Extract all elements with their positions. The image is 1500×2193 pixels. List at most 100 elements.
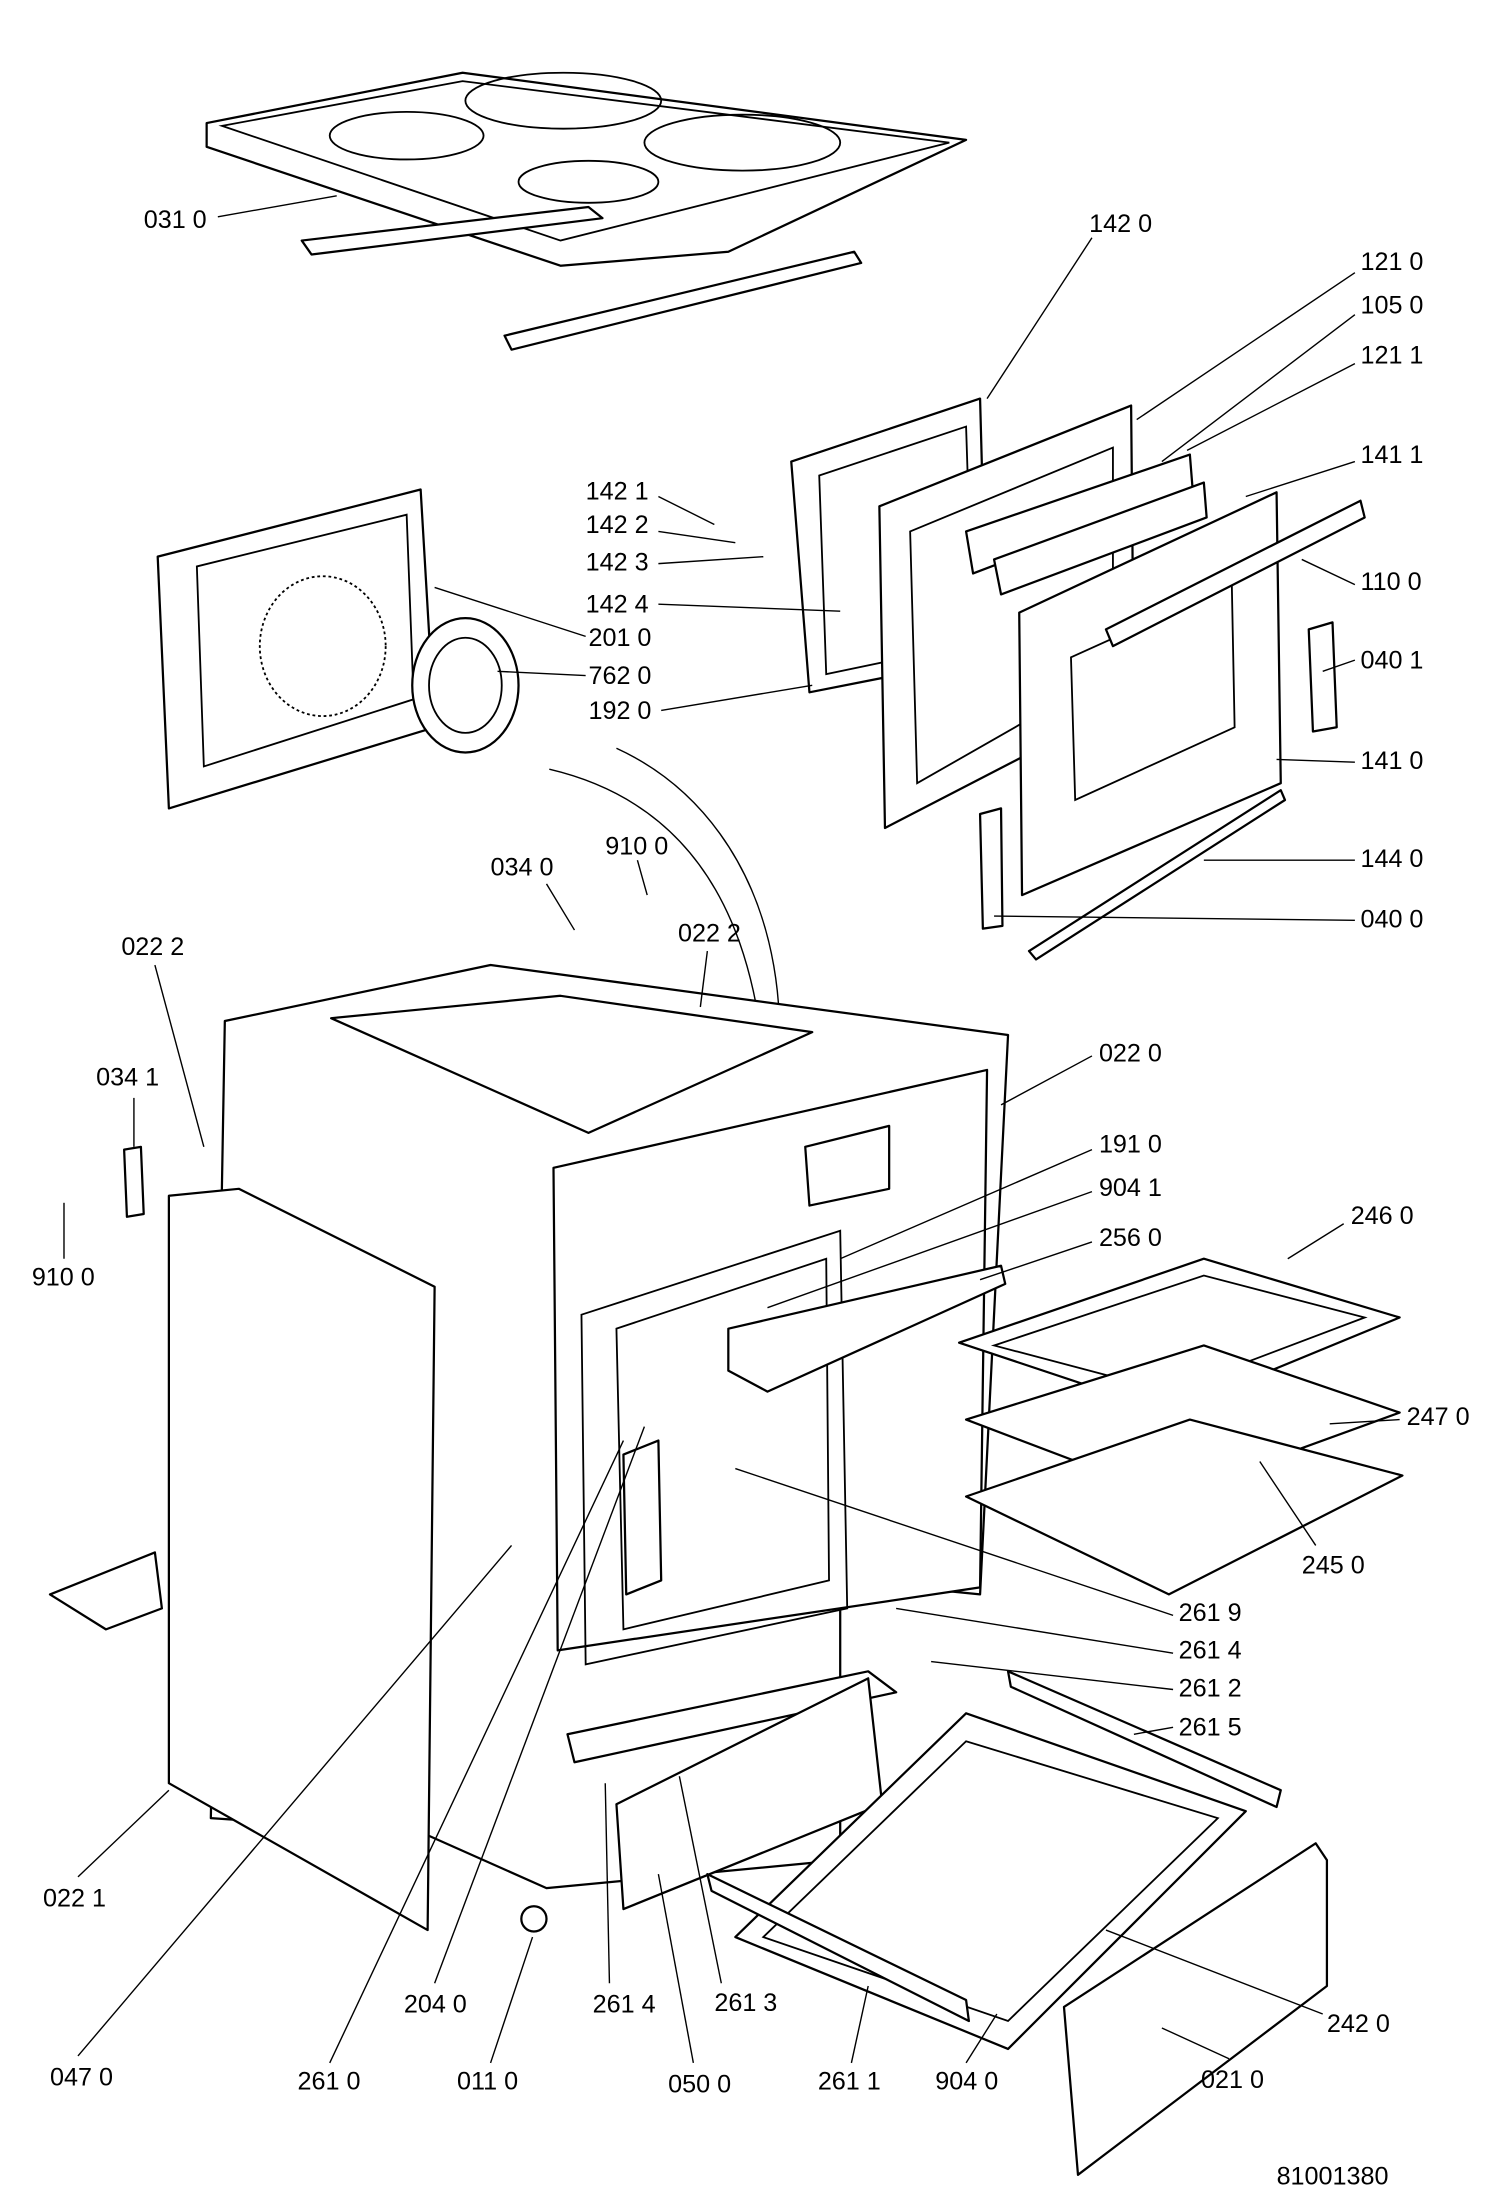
part-label-1211: 121 1 [1360,342,1423,370]
leader-line [735,1467,1174,1617]
leader-line [217,195,337,218]
leader-line [1136,272,1356,421]
leader-line [1329,1418,1400,1425]
leader-line [678,1776,723,1984]
leader-line [658,495,715,526]
leader-line [658,603,841,612]
leader-line [1301,558,1356,586]
part-label-1440: 144 0 [1360,845,1423,873]
part-label-2619: 261 9 [1179,1599,1242,1627]
part-label-9040: 904 0 [935,2068,998,2096]
leader-line [433,1426,646,1984]
part-label-2610: 261 0 [298,2068,361,2096]
part-label-0210: 021 0 [1201,2066,1264,2094]
part-label-1423: 142 3 [586,549,649,577]
part-label-2450: 245 0 [1302,1551,1365,1579]
part-label-1421: 142 1 [586,477,649,505]
part-label-2614a: 261 4 [1179,1637,1242,1665]
part-label-0310: 031 0 [144,206,207,234]
leader-line [77,1789,170,1878]
leader-line [1161,314,1356,463]
leader-lines [63,195,1400,2064]
leader-line [839,1149,1093,1260]
hob-support-rails [300,205,863,351]
oven-door-parts [790,397,1366,961]
part-label-1210: 121 0 [1360,248,1423,276]
part-label-1050: 105 0 [1360,291,1423,319]
part-label-1910: 191 0 [1099,1130,1162,1158]
part-label-1422: 142 2 [586,511,649,539]
leader-line [986,237,1093,399]
leader-line [1259,1461,1317,1546]
side-panel-part [48,1145,436,1932]
part-label-2612: 261 2 [1179,1674,1242,1702]
part-label-1100: 110 0 [1360,568,1421,596]
leader-line [994,915,1355,921]
part-label-0500: 050 0 [668,2070,731,2098]
leader-line [979,1241,1093,1281]
part-number-labels: 031 0 142 0 121 0 105 0 121 1 141 1 142 1 142 2… [32,206,1470,2191]
part-label-2010: 201 0 [588,624,651,652]
part-label-2040: 204 0 [404,1991,467,2019]
part-label-0220: 022 0 [1099,1040,1162,1068]
leader-line [1186,363,1356,451]
part-label-2611: 261 1 [818,2068,881,2096]
part-label-2420: 242 0 [1327,2010,1390,2038]
leader-line [1245,460,1356,498]
leader-line [661,684,813,712]
leader-line [931,1660,1174,1691]
part-label-0401: 040 1 [1360,647,1423,675]
part-label-2614b: 261 4 [593,1991,656,2019]
part-label-1411: 141 1 [1360,441,1423,469]
oven-trays [957,1257,1404,1596]
part-label-0222a: 022 2 [678,919,741,947]
part-label-1424: 142 4 [586,591,649,619]
rear-panel-part [156,488,520,810]
leader-line [545,883,576,931]
part-label-2560: 256 0 [1099,1224,1162,1252]
part-label-2470: 247 0 [1407,1403,1470,1431]
leader-line [965,2013,998,2064]
part-label-2460: 246 0 [1351,1202,1414,1230]
leader-line [658,555,764,565]
drawing-number: 81001380 [1277,2163,1389,2191]
part-label-2613: 261 3 [714,1989,777,2017]
part-label-0110: 011 0 [457,2068,518,2096]
part-label-9100a: 910 0 [605,833,668,861]
leader-line [850,1985,869,2064]
storage-drawer-part [520,1670,1329,2176]
leader-line [657,1873,695,2064]
part-label-1410: 141 0 [1360,747,1423,775]
leader-line [1161,2027,1230,2060]
leader-line [658,530,736,544]
leader-line [1287,1223,1345,1260]
leader-line [1133,1726,1174,1735]
leader-line [1000,1055,1093,1106]
part-label-0222b: 022 2 [121,933,184,961]
leader-line [489,1936,534,2064]
leader-line [77,1544,513,2057]
part-label-0221: 022 1 [43,1884,106,1912]
part-label-1920: 192 0 [588,697,651,725]
part-label-0470: 047 0 [50,2063,113,2091]
leader-line [896,1607,1174,1654]
leader-line [434,586,586,638]
leader-line [636,859,648,896]
leader-line [1322,659,1356,672]
leader-line [604,1783,611,1984]
part-label-7620: 762 0 [588,662,651,690]
leader-line [1276,758,1355,763]
part-label-1420: 142 0 [1089,210,1152,238]
leader-line [699,950,709,1008]
leader-line [154,964,205,1148]
leader-line [329,1440,625,2064]
part-label-2615: 261 5 [1179,1714,1242,1742]
leader-line [497,670,586,677]
part-label-0341: 034 1 [96,1063,159,1091]
leader-line [767,1190,1093,1309]
ceramic-hob-part [205,71,968,267]
part-label-9100b: 910 0 [32,1263,95,1291]
leader-line [1105,1929,1323,2015]
